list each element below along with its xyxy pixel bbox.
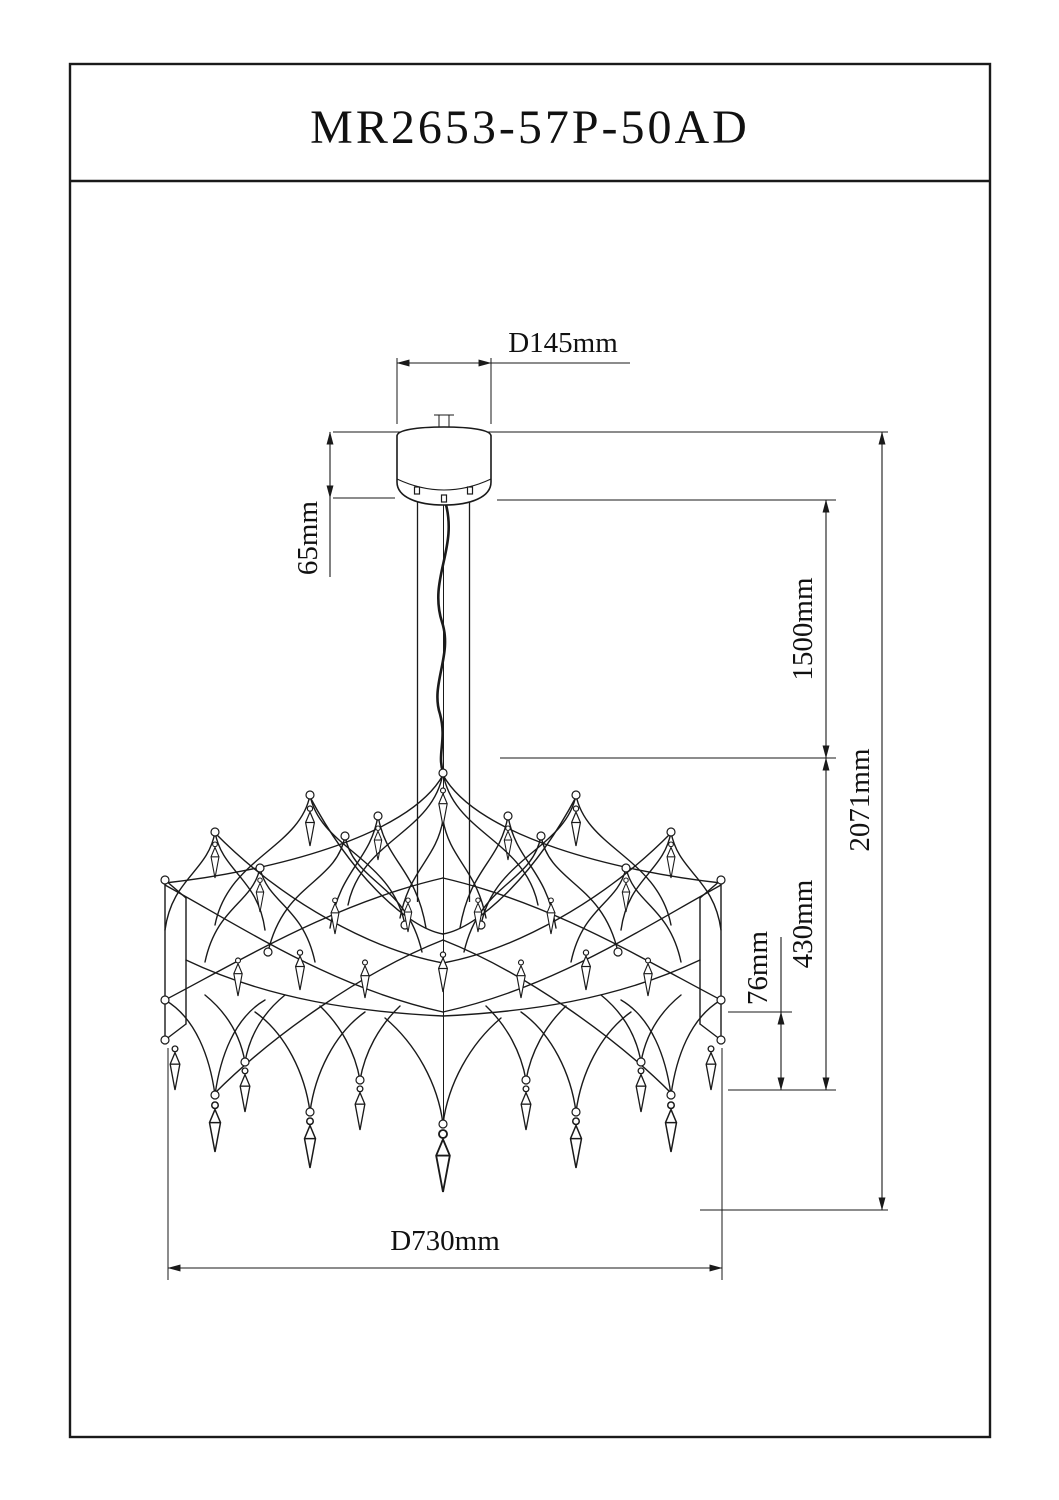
crystal-drop (239, 1067, 251, 1113)
dim-canopy-height: 65mm (292, 431, 334, 577)
canopy-stem (438, 414, 450, 427)
lattice-center (347, 768, 539, 1193)
overall-height-label: 2071mm (844, 748, 876, 852)
lattice-half (160, 774, 444, 1169)
chandelier-body (160, 768, 725, 1193)
border-rect (68, 62, 992, 1439)
crystal-drop-label: 76mm (742, 931, 774, 1006)
canopy-hanger-center (440, 494, 448, 503)
dim-body-diameter: D730mm (167, 1225, 723, 1272)
canopy (396, 414, 492, 506)
suspension-length-label: 1500mm (787, 577, 819, 681)
crystal-drop (255, 877, 265, 913)
canopy-hanger-right (466, 486, 474, 495)
crystal-drop (305, 805, 315, 847)
sheet-border (68, 62, 992, 1439)
crystal-drop (330, 897, 340, 935)
canopy-rim (396, 478, 492, 491)
crystal-drop (233, 957, 243, 997)
crystal-drop (435, 1129, 451, 1193)
dim-overall-height: 2071mm (844, 431, 886, 1211)
dim-canopy-diameter: D145mm (396, 327, 630, 367)
crystal-drop (210, 841, 220, 879)
canopy-hanger-left (413, 486, 421, 495)
dim-crystal-drop: 76mm (742, 931, 785, 1091)
dim-body-height: 430mm (787, 757, 830, 1091)
canopy-height-label: 65mm (292, 501, 324, 576)
crystal-drop (360, 959, 370, 999)
body-height-label: 430mm (787, 879, 819, 968)
dim-suspension-length: 1500mm (787, 499, 830, 759)
crystal-drop (438, 787, 448, 827)
power-cord (436, 499, 450, 774)
crystal-drop (354, 1085, 366, 1131)
crystal-drop (373, 825, 383, 861)
extension-lines (167, 358, 888, 1280)
crystal-drop (208, 1101, 222, 1153)
body-diameter-label: D730mm (390, 1225, 500, 1257)
canopy-diameter-label: D145mm (508, 327, 618, 359)
crystal-drop (438, 951, 448, 993)
crystal-drop (169, 1045, 181, 1091)
crystal-drop (303, 1117, 317, 1169)
canopy-body (396, 426, 492, 506)
drawing-title: MR2653-57P-50AD (310, 101, 750, 154)
crystal-drop (295, 949, 305, 991)
dimensions: D145mm 65mm 1500mm 430mm 2071mm 76mm D73… (167, 327, 886, 1272)
